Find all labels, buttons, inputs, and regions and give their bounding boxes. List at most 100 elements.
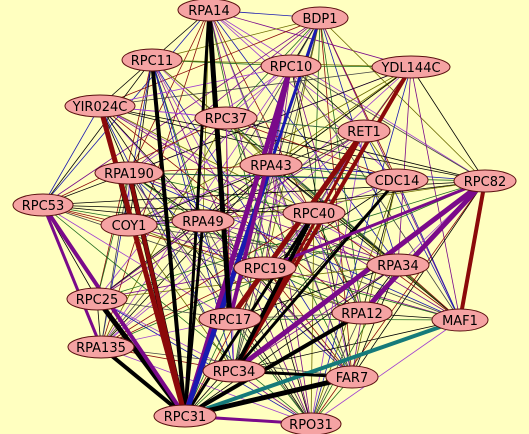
edge: [202, 180, 486, 222]
node-shape: [260, 54, 322, 78]
edge: [290, 65, 486, 182]
edge: [99, 105, 204, 222]
node-rpa43: RPA43: [239, 153, 303, 177]
node-label: CDC14: [375, 174, 420, 189]
node-label: RPA34: [377, 259, 418, 274]
edge: [128, 164, 272, 226]
edge-rpc31-rpc53: [41, 203, 187, 418]
node-rpa14: RPA14: [177, 0, 241, 22]
node-shape: [202, 359, 266, 383]
node-shape: [100, 213, 158, 237]
node-label: RPA135: [76, 341, 126, 356]
edge: [319, 17, 486, 182]
node-label: RPA12: [341, 307, 382, 322]
edge: [96, 164, 272, 300]
edge-rpc31-far7: [184, 374, 353, 419]
node-rpa135: RPA135: [67, 335, 135, 359]
edge: [208, 9, 312, 425]
edge: [42, 117, 227, 206]
node-ret1: RET1: [337, 119, 391, 143]
edge: [42, 204, 363, 314]
edge-yir024c-rpc31: [97, 105, 188, 417]
edge-rpc31-rpa49: [183, 220, 205, 417]
node-label: RPC82: [464, 175, 507, 190]
edge: [208, 9, 412, 68]
node-maf1: MAF1: [431, 308, 489, 332]
node-shape: [431, 308, 489, 332]
node-shape: [331, 301, 393, 325]
edge-rpc31-bdp1: [183, 17, 322, 417]
edge: [270, 164, 312, 425]
node-label: RPC34: [213, 365, 256, 380]
node-coy1: COY1: [100, 213, 158, 237]
node-label: BDP1: [302, 12, 337, 27]
edge: [42, 66, 412, 206]
node-label: RPA43: [250, 159, 291, 174]
edge: [96, 180, 486, 300]
node-far7: FAR7: [325, 365, 379, 389]
node-label: RPC10: [270, 60, 313, 75]
thick-edges: [41, 9, 487, 426]
node-shape: [198, 307, 262, 331]
node-label: RPC31: [164, 410, 207, 425]
edge: [202, 130, 365, 222]
node-rpc19: RPC19: [233, 256, 297, 280]
edge-rpa12-rpc82: [360, 179, 487, 315]
edge-rpc34-rpc82: [232, 179, 487, 373]
node-shape: [453, 169, 517, 193]
node-label: COY1: [112, 219, 147, 234]
edge: [99, 105, 486, 182]
edge: [42, 204, 315, 214]
node-shape: [282, 201, 346, 225]
node-shape: [64, 94, 136, 118]
node-shape: [366, 253, 430, 277]
edge: [99, 105, 315, 214]
node-rpc31: RPC31: [153, 404, 217, 428]
edge-rpc34-cdc14: [232, 179, 399, 372]
edge: [410, 66, 461, 321]
node-label: RET1: [347, 125, 380, 140]
edge-rpc82-maf1: [458, 180, 487, 321]
edge: [100, 117, 227, 348]
node-label: MAF1: [442, 314, 478, 329]
edge-rpc53-rpa135: [41, 204, 103, 348]
edge: [233, 319, 461, 372]
edge: [128, 172, 231, 320]
node-rpa34: RPA34: [366, 253, 430, 277]
node-rpc34: RPC34: [202, 359, 266, 383]
node-label: RPA49: [182, 215, 223, 230]
edge: [42, 59, 153, 206]
edge: [96, 130, 365, 300]
node-label: YDL144C: [380, 61, 440, 76]
edge-rpc19-rpc82: [264, 179, 486, 270]
edge: [99, 105, 398, 181]
node-label: RPC53: [22, 199, 65, 214]
edge: [128, 172, 399, 266]
node-shape: [66, 287, 128, 311]
node-shape: [121, 48, 183, 72]
node-shape: [153, 404, 217, 428]
edge: [151, 59, 312, 425]
node-ydl144c: YDL144C: [371, 55, 451, 79]
edge-rpa14-rpc17: [206, 9, 233, 320]
node-label: RPA14: [188, 4, 229, 19]
node-shape: [337, 119, 391, 143]
node-rpc11: RPC11: [121, 48, 183, 72]
edge: [310, 319, 461, 425]
edge: [96, 264, 399, 300]
node-rpc37: RPC37: [194, 106, 258, 130]
node-yir024c: YIR024C: [64, 94, 136, 118]
node-shape: [239, 153, 303, 177]
edge: [99, 105, 363, 314]
edge-rpc31-rpa135: [99, 345, 187, 418]
node-label: RPA190: [104, 167, 154, 182]
node-shape: [12, 193, 74, 217]
node-shape: [177, 0, 241, 22]
edge-rpc17-ret1: [227, 129, 367, 321]
node-shape: [233, 256, 297, 280]
node-rpa190: RPA190: [94, 161, 164, 185]
node-label: YIR024C: [72, 100, 128, 115]
edge: [351, 180, 486, 378]
